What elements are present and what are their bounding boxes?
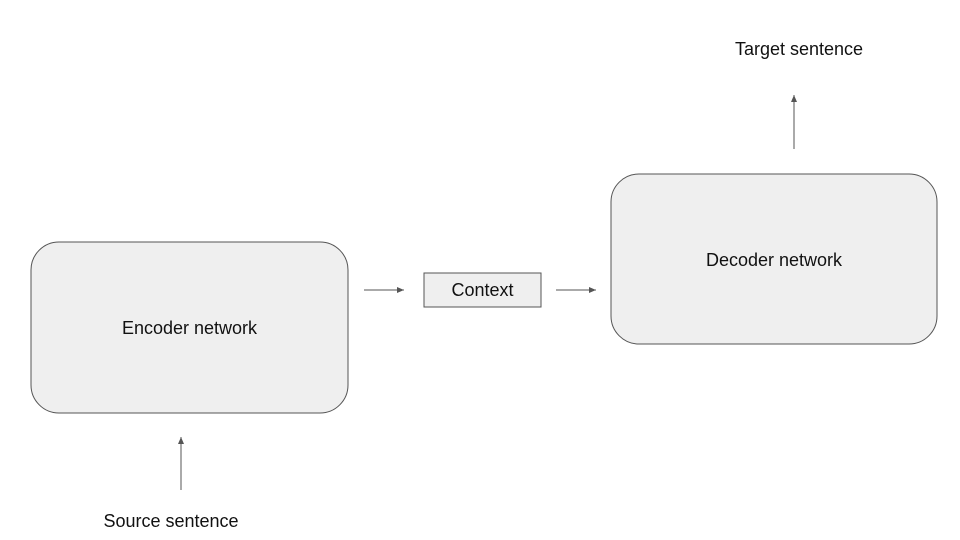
- encoder-box: [30, 241, 349, 414]
- decoder-label: Decoder network: [706, 250, 843, 270]
- decoder-box: [610, 173, 938, 345]
- context-label: Context: [451, 280, 513, 300]
- decoder-node: Decoder network: [610, 173, 938, 345]
- target-sentence-label: Target sentence: [735, 39, 863, 59]
- context-box: [423, 272, 542, 308]
- context-node: Context: [423, 272, 542, 308]
- encoder-node: Encoder network: [30, 241, 349, 414]
- source-sentence-label: Source sentence: [103, 511, 238, 531]
- encoder-label: Encoder network: [122, 318, 258, 338]
